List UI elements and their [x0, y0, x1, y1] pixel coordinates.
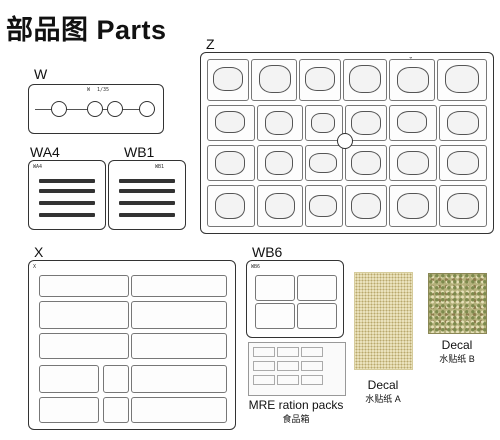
- sprue-wb6-cell: [255, 303, 295, 329]
- decal-a-title: Decal: [367, 378, 399, 392]
- sprue-x-label: X: [34, 244, 44, 260]
- sprue-z-label: Z: [206, 36, 215, 52]
- sprue-x-cell: [103, 365, 129, 393]
- sprue-x-cell: [39, 397, 99, 423]
- figure-part: [215, 111, 245, 133]
- mre-caption: MRE ration packs 食品箱: [246, 398, 346, 425]
- mre-pack: [253, 361, 275, 371]
- mre-pack: [301, 375, 323, 385]
- sprue-wa4-code: WA4: [33, 164, 43, 170]
- figure-part: [309, 153, 337, 173]
- figure-part: [445, 65, 479, 93]
- figure-part: [215, 193, 245, 219]
- sprue-wb6-cell: [297, 303, 337, 329]
- mre-pack: [301, 361, 323, 371]
- decal-b-sheet: [428, 273, 487, 334]
- sprue-wb6-cell: [297, 275, 337, 301]
- mre-subtitle: 食品箱: [282, 414, 310, 424]
- sprue-wb6-cell: [255, 275, 295, 301]
- figure-part: [351, 111, 381, 135]
- figure-part: [351, 151, 381, 175]
- mre-pack: [277, 347, 299, 357]
- sprue-w-part: [87, 101, 103, 117]
- decal-b-title: Decal: [441, 338, 473, 352]
- sprue-wb1-code: WB1: [155, 164, 165, 170]
- rifle-part: [119, 179, 175, 183]
- rifle-part: [119, 189, 175, 193]
- mre-pack: [277, 361, 299, 371]
- sprue-w-part: [107, 101, 123, 117]
- figure-part: [349, 65, 381, 93]
- mre-pack: [301, 347, 323, 357]
- figure-part: [447, 193, 479, 219]
- figure-part: [265, 193, 295, 219]
- figure-part: [305, 67, 335, 91]
- figure-part: [265, 111, 293, 135]
- rifle-part: [39, 179, 95, 183]
- sprue-wb6-code: WB6: [251, 264, 261, 270]
- figure-part: [397, 111, 427, 133]
- mre-sheet: [248, 342, 346, 396]
- rifle-part: [119, 201, 175, 205]
- sprue-x-cell: [131, 397, 227, 423]
- sprue-x-cell: [131, 333, 227, 359]
- figure-part: [397, 193, 429, 219]
- sprue-w-part: [139, 101, 155, 117]
- mre-pack: [253, 347, 275, 357]
- sprue-w-part: [51, 101, 67, 117]
- sprue-w-label: W: [34, 66, 48, 82]
- figure-part: [397, 151, 429, 175]
- sprue-x-cell: [131, 365, 227, 393]
- figure-part: [213, 67, 243, 91]
- sprue-wb1-label: WB1: [124, 144, 155, 160]
- sprue-x-cell: [131, 275, 227, 297]
- sprue-x-cell: [103, 397, 129, 423]
- sprue-wb6: WB6: [246, 260, 344, 338]
- figure-part: [351, 193, 381, 219]
- sprue-wa4-label: WA4: [30, 144, 60, 160]
- rifle-part: [39, 201, 95, 205]
- sprue-w-scale: 1/35: [97, 87, 110, 93]
- figure-part: [265, 151, 293, 175]
- rifle-part: [39, 189, 95, 193]
- sprue-z: Z: [200, 52, 494, 234]
- sprue-x-code: X: [33, 264, 37, 270]
- decal-b-caption: Decal 水贴纸 B: [424, 338, 490, 365]
- figure-part: [447, 151, 479, 175]
- rifle-part: [39, 213, 95, 217]
- sprue-wb6-label: WB6: [252, 244, 283, 260]
- sprue-wb1: WB1: [108, 160, 186, 230]
- sprue-x-cell: [39, 365, 99, 393]
- sprue-x: X: [28, 260, 236, 430]
- rifle-part: [119, 213, 175, 217]
- decal-a-subtitle: 水贴纸 A: [365, 394, 401, 404]
- decal-b-subtitle: 水贴纸 B: [439, 354, 475, 364]
- mre-pack: [253, 375, 275, 385]
- sprue-x-cell: [39, 333, 129, 359]
- figure-part: [215, 151, 245, 175]
- mre-pack: [277, 375, 299, 385]
- figure-part: [447, 111, 479, 135]
- decal-a-sheet: [354, 272, 413, 370]
- figure-part: [259, 65, 291, 93]
- page-title: 部品图 Parts: [6, 15, 167, 45]
- figure-part: [309, 195, 337, 217]
- sprue-wa4: WA4: [28, 160, 106, 230]
- sprue-z-hub: [337, 133, 353, 149]
- sprue-w: W 1/35: [28, 84, 164, 134]
- mre-title: MRE ration packs: [248, 398, 344, 412]
- figure-part: [397, 67, 429, 93]
- figure-part: [311, 113, 335, 133]
- sprue-x-cell: [39, 301, 129, 329]
- sprue-x-cell: [131, 301, 227, 329]
- sprue-w-code: W: [87, 87, 91, 93]
- sprue-x-cell: [39, 275, 129, 297]
- decal-a-caption: Decal 水贴纸 A: [352, 378, 414, 405]
